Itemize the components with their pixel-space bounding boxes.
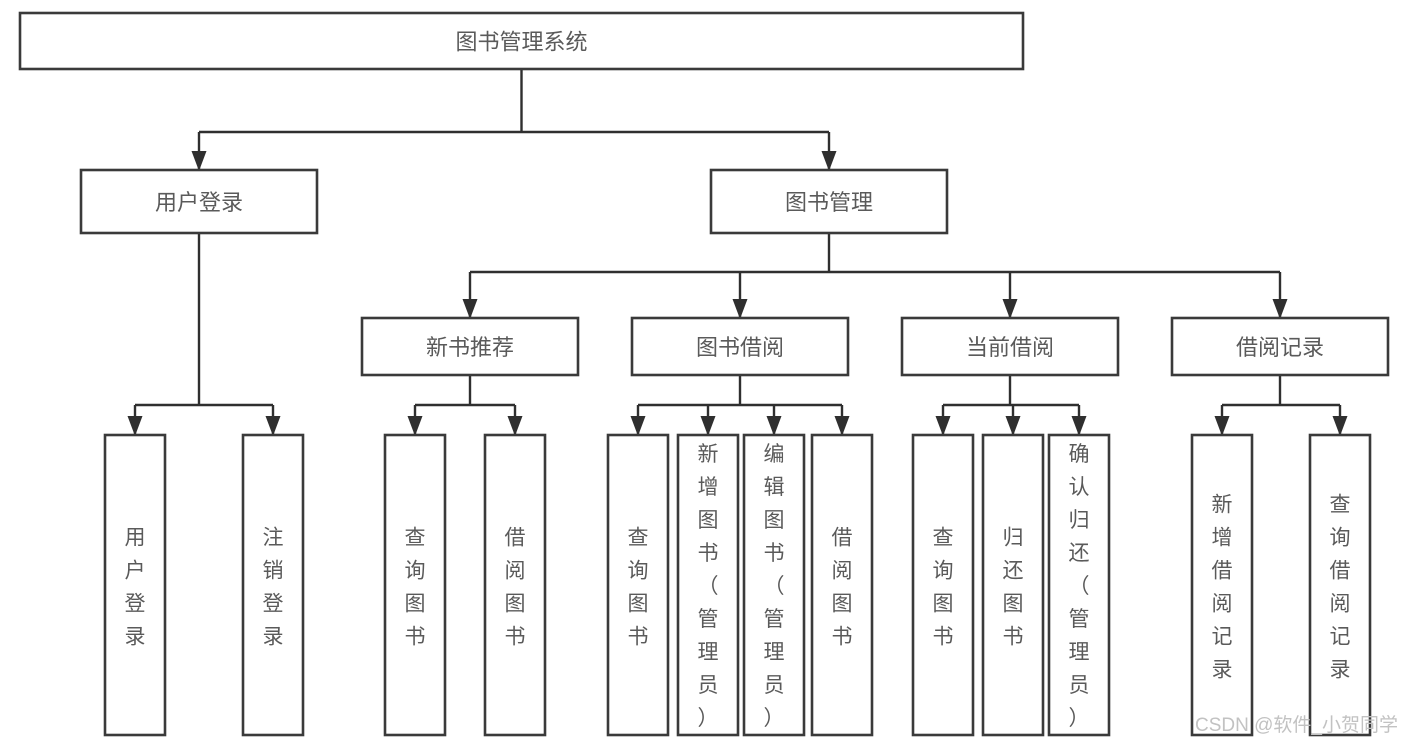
- node-new-book-rec-box[interactable]: [360, 316, 580, 377]
- arrow-head-icon: [766, 416, 782, 436]
- node-root-label: 图书管理系统: [455, 30, 587, 55]
- node-current-borrow[interactable]: 当前借阅: [900, 316, 1120, 377]
- arrow-head-icon: [191, 151, 207, 171]
- node-leaf-confirm-return-label: 确认归还（管理员）: [1069, 443, 1090, 730]
- node-leaf-borrow-book-rec-label: 借阅图书: [505, 527, 526, 649]
- node-borrow-record-label: 借阅记录: [1236, 335, 1324, 360]
- node-book-manage-box[interactable]: [709, 168, 949, 235]
- node-book-borrow[interactable]: 图书借阅: [630, 316, 850, 377]
- node-leaf-edit-book[interactable]: 编辑图书（管理员）: [742, 433, 806, 737]
- node-leaf-query-book-bb[interactable]: 查询图书: [606, 433, 670, 737]
- node-root-box[interactable]: [18, 11, 1025, 71]
- node-book-borrow-box[interactable]: [630, 316, 850, 377]
- arrow-head-icon: [1214, 416, 1230, 436]
- node-leaf-query-book-cb[interactable]: 查询图书: [911, 433, 975, 737]
- node-leaf-return-book-label: 归还图书: [1003, 527, 1024, 649]
- arrow-head-icon: [127, 416, 143, 436]
- node-user-login-box[interactable]: [79, 168, 319, 235]
- node-leaf-add-book-label: 新增图书（管理员）: [698, 443, 719, 730]
- arrow-head-icon: [1071, 416, 1087, 436]
- node-leaf-edit-book-label: 编辑图书（管理员）: [764, 443, 785, 730]
- arrow-head-icon: [732, 299, 748, 319]
- node-book-manage-label: 图书管理: [785, 190, 873, 215]
- connector-layer: [127, 69, 1348, 436]
- node-current-borrow-box[interactable]: [900, 316, 1120, 377]
- node-book-borrow-label: 图书借阅: [696, 335, 784, 360]
- arrow-head-icon: [821, 151, 837, 171]
- arrow-head-icon: [1332, 416, 1348, 436]
- node-new-book-rec[interactable]: 新书推荐: [360, 316, 580, 377]
- node-leaf-query-book-cb-box[interactable]: [911, 433, 975, 737]
- node-leaf-return-book-box[interactable]: [981, 433, 1045, 737]
- node-leaf-borrow-book-bb[interactable]: 借阅图书: [810, 433, 874, 737]
- node-leaf-add-record[interactable]: 新增借阅记录: [1190, 433, 1254, 737]
- node-leaf-query-book-rec-label: 查询图书: [405, 527, 426, 649]
- node-leaf-logout-label: 注销登录: [263, 527, 284, 649]
- node-leaf-confirm-return[interactable]: 确认归还（管理员）: [1047, 433, 1111, 737]
- node-leaf-add-record-box[interactable]: [1190, 433, 1254, 737]
- node-leaf-add-book[interactable]: 新增图书（管理员）: [676, 433, 740, 737]
- arrow-head-icon: [630, 416, 646, 436]
- node-leaf-confirm-return-box[interactable]: [1047, 433, 1111, 737]
- node-book-manage[interactable]: 图书管理: [709, 168, 949, 235]
- arrow-head-icon: [462, 299, 478, 319]
- arrow-head-icon: [700, 416, 716, 436]
- node-leaf-query-book-rec[interactable]: 查询图书: [383, 433, 447, 737]
- node-leaf-edit-book-box[interactable]: [742, 433, 806, 737]
- node-leaf-query-record-box[interactable]: [1308, 433, 1372, 737]
- node-leaf-user-login-label: 用户登录: [125, 527, 146, 649]
- node-leaf-return-book[interactable]: 归还图书: [981, 433, 1045, 737]
- node-borrow-record[interactable]: 借阅记录: [1170, 316, 1390, 377]
- node-leaf-borrow-book-bb-box[interactable]: [810, 433, 874, 737]
- node-borrow-record-box[interactable]: [1170, 316, 1390, 377]
- node-current-borrow-label: 当前借阅: [966, 335, 1054, 360]
- node-root[interactable]: 图书管理系统: [18, 11, 1025, 71]
- arrow-head-icon: [1005, 416, 1021, 436]
- node-leaf-borrow-book-bb-label: 借阅图书: [832, 527, 853, 649]
- node-leaf-query-book-bb-box[interactable]: [606, 433, 670, 737]
- node-leaf-query-book-bb-label: 查询图书: [628, 527, 649, 649]
- arrow-head-icon: [265, 416, 281, 436]
- node-leaf-user-login[interactable]: 用户登录: [103, 433, 167, 737]
- node-user-login[interactable]: 用户登录: [79, 168, 319, 235]
- node-leaf-query-record[interactable]: 查询借阅记录: [1308, 433, 1372, 737]
- csdn-watermark: CSDN @软件_小贺同学: [1195, 714, 1398, 736]
- node-leaf-add-record-label: 新增借阅记录: [1212, 494, 1233, 682]
- node-leaf-query-book-rec-box[interactable]: [383, 433, 447, 737]
- node-user-login-label: 用户登录: [155, 190, 243, 215]
- node-new-book-rec-label: 新书推荐: [426, 335, 514, 360]
- arrow-head-icon: [935, 416, 951, 436]
- node-leaf-query-record-label: 查询借阅记录: [1330, 494, 1351, 682]
- node-leaf-borrow-book-rec[interactable]: 借阅图书: [483, 433, 547, 737]
- arrow-head-icon: [1002, 299, 1018, 319]
- arrow-head-icon: [407, 416, 423, 436]
- arrow-head-icon: [834, 416, 850, 436]
- node-leaf-logout-box[interactable]: [241, 433, 305, 737]
- node-leaf-add-book-box[interactable]: [676, 433, 740, 737]
- node-leaf-logout[interactable]: 注销登录: [241, 433, 305, 737]
- arrow-head-icon: [507, 416, 523, 436]
- node-leaf-query-book-cb-label: 查询图书: [933, 527, 954, 649]
- node-leaf-borrow-book-rec-box[interactable]: [483, 433, 547, 737]
- arrow-head-icon: [1272, 299, 1288, 319]
- node-layer: 图书管理系统用户登录图书管理新书推荐图书借阅当前借阅借阅记录用户登录注销登录查询…: [18, 11, 1390, 737]
- node-leaf-user-login-box[interactable]: [103, 433, 167, 737]
